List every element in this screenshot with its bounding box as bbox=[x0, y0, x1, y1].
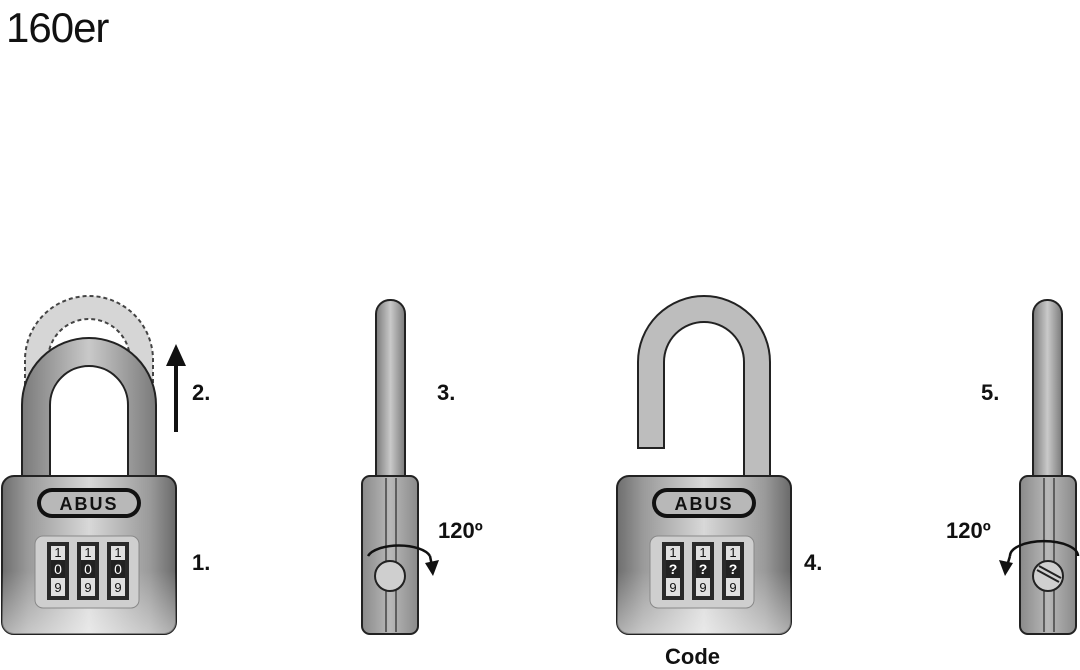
rotate-counterclockwise-arrow-icon bbox=[999, 539, 1080, 576]
code-label: Code bbox=[665, 644, 720, 669]
dial-digit-mid: 0 bbox=[114, 561, 122, 577]
dial-digit-top: 1 bbox=[729, 545, 736, 560]
lock-3-side-view bbox=[361, 299, 419, 635]
dial-1: 1 ? 9 bbox=[662, 542, 684, 600]
screw-circle bbox=[374, 560, 406, 592]
dial-digit-top: 1 bbox=[669, 545, 676, 560]
step-4-label: 4. bbox=[804, 550, 823, 575]
lock-4: ABUS 1 ? 9 1 ? 9 1 ? 9 bbox=[616, 295, 792, 635]
brand-logo: ABUS bbox=[674, 494, 733, 514]
up-arrow-icon bbox=[166, 344, 186, 432]
lock-5-side-view bbox=[1019, 299, 1077, 635]
dial-digit-bottom: 9 bbox=[729, 580, 736, 595]
step-1-label: 1. bbox=[192, 550, 211, 575]
step-5-label: 5. bbox=[981, 380, 1000, 405]
dial-digit-mid: 0 bbox=[54, 561, 62, 577]
brand-logo: ABUS bbox=[59, 494, 118, 514]
dial-digit-top: 1 bbox=[114, 545, 121, 560]
dial-digit-bottom: 9 bbox=[114, 580, 121, 595]
shackle-side bbox=[1032, 299, 1063, 491]
dial-3: 1 ? 9 bbox=[722, 542, 744, 600]
step-2-label: 2. bbox=[192, 380, 211, 405]
dial-digit-bottom: 9 bbox=[54, 580, 61, 595]
step-3-label: 3. bbox=[437, 380, 456, 405]
ghost-shackle bbox=[24, 295, 154, 393]
open-shackle bbox=[637, 295, 771, 481]
shackle bbox=[21, 337, 157, 481]
page-title: 160er bbox=[6, 4, 109, 51]
lock-body-side bbox=[361, 475, 419, 635]
dial-1: 1 0 9 bbox=[47, 542, 69, 600]
dial-digit-bottom: 9 bbox=[84, 580, 91, 595]
dial-digit-top: 1 bbox=[699, 545, 706, 560]
dial-digit-bottom: 9 bbox=[669, 580, 676, 595]
angle-label-step-3: 120º bbox=[438, 518, 483, 543]
lock-body-side bbox=[1019, 475, 1077, 635]
dial-digit-mid: 0 bbox=[84, 561, 92, 577]
dial-digit-top: 1 bbox=[84, 545, 91, 560]
angle-label-step-5: 120º bbox=[946, 518, 991, 543]
dial-digit-mid: ? bbox=[729, 561, 738, 577]
dial-digit-mid: ? bbox=[669, 561, 678, 577]
dial-digit-mid: ? bbox=[699, 561, 708, 577]
rotate-clockwise-arrow-icon bbox=[366, 544, 439, 576]
dial-2: 1 0 9 bbox=[77, 542, 99, 600]
dial-digit-top: 1 bbox=[54, 545, 61, 560]
dial-3: 1 0 9 bbox=[107, 542, 129, 600]
dial-2: 1 ? 9 bbox=[692, 542, 714, 600]
shackle-side bbox=[375, 299, 406, 491]
lock-1: ABUS 1 0 9 1 0 9 1 0 9 bbox=[1, 295, 177, 635]
dial-digit-bottom: 9 bbox=[699, 580, 706, 595]
